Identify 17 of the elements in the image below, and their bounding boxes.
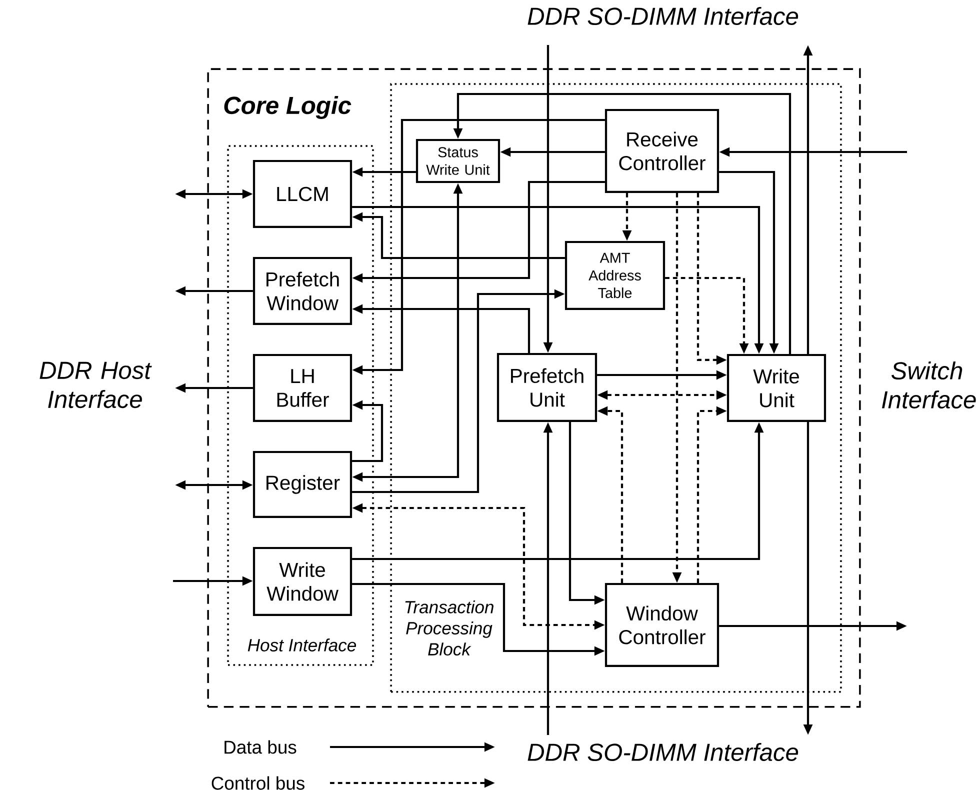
block-box: Register — [252, 450, 352, 518]
block-box: Write Unit — [726, 354, 826, 422]
block-box: Receive Controller — [604, 108, 720, 194]
block-box: AMT Address Table — [564, 240, 666, 310]
block-box: Prefetch Window — [252, 256, 352, 326]
block-box: Status Write Unit — [416, 138, 500, 184]
block-box: LH Buffer — [252, 354, 352, 422]
interface-label: DDR SO-DIMM Interface — [528, 742, 798, 762]
legend-label: Control bus — [212, 776, 304, 790]
block-box: LLCM — [252, 160, 352, 228]
legend-label: Data bus — [224, 740, 296, 754]
block-box: Prefetch Unit — [496, 352, 598, 422]
interface-label: DDR Host Interface — [40, 362, 152, 408]
interface-label: DDR SO-DIMM Interface — [528, 6, 798, 26]
interface-label: Switch Interface — [882, 361, 976, 409]
block-box: Write Window — [252, 546, 352, 616]
block-box: Window Controller — [604, 582, 720, 668]
